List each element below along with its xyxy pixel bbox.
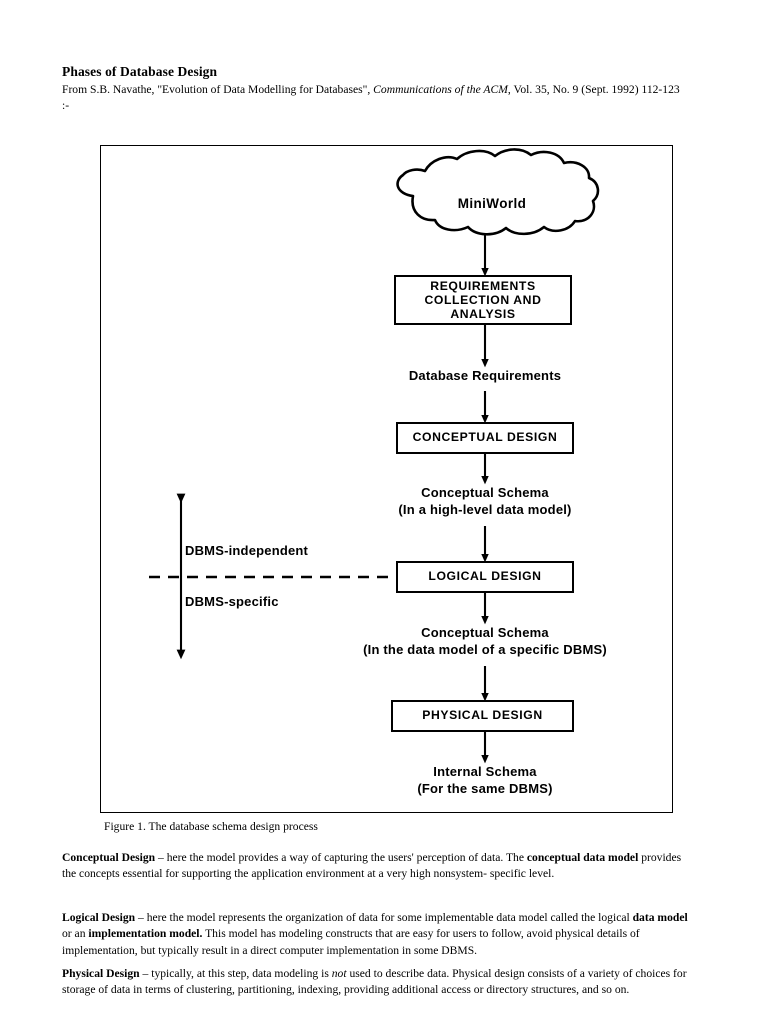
paragraph-conceptual-heading: Conceptual Design xyxy=(62,851,156,864)
cloud-outline-icon xyxy=(396,148,600,236)
citation-journal: Communications of the ACM xyxy=(373,83,508,96)
page-title: Phases of Database Design xyxy=(62,64,218,79)
label-dbms-independent: DBMS-independent xyxy=(185,543,309,558)
paragraph-logical-dash: – xyxy=(135,911,147,924)
paragraph-logical-bold-2: implementation model. xyxy=(88,927,203,941)
node-miniworld-label: MiniWorld xyxy=(457,196,527,211)
paragraph-logical-text-1: here the model represents the organizati… xyxy=(146,911,633,924)
paragraph-conceptual-bold-1: conceptual data model xyxy=(526,851,639,864)
node-physical-design-label: PHYSICAL DESIGN xyxy=(422,708,543,723)
node-conceptual-design-label: CONCEPTUAL DESIGN xyxy=(412,430,558,445)
diagram-connectors xyxy=(149,148,600,764)
paragraph-conceptual-text-2: provides the concepts essential for supp… xyxy=(62,851,682,881)
node-logical-design: LOGICAL DESIGN xyxy=(396,561,574,593)
node-physical-design: PHYSICAL DESIGN xyxy=(391,700,574,732)
source-citation: From S.B. Navathe, "Evolution of Data Mo… xyxy=(62,82,687,114)
paragraph-logical-heading: Logical Design xyxy=(62,911,136,924)
figure-frame: MiniWorld REQUIREMENTS COLLECTION AND AN… xyxy=(100,145,673,813)
paragraph-logical-bold-1: data model xyxy=(632,911,688,924)
label-internal-schema: Internal Schema (For the same DBMS) xyxy=(417,764,553,796)
paragraph-conceptual-dash: – xyxy=(155,851,167,864)
label-dbms-specific: DBMS-specific xyxy=(185,594,279,609)
citation-suffix: , Vol. 35, No. 9 (Sept. 1992) 112-123 :- xyxy=(62,83,680,112)
node-conceptual-design: CONCEPTUAL DESIGN xyxy=(396,422,574,454)
citation-prefix: From S.B. Navathe, "Evolution of Data Mo… xyxy=(62,83,374,96)
paragraph-conceptual-text-1: here the model provides a way of capturi… xyxy=(166,851,527,864)
figure-inner: MiniWorld REQUIREMENTS COLLECTION AND AN… xyxy=(101,146,672,812)
paragraph-conceptual-design: Conceptual Design – here the model provi… xyxy=(62,850,692,883)
node-logical-design-label: LOGICAL DESIGN xyxy=(428,569,542,584)
paragraph-physical-text-1: typically, at this step, data modeling i… xyxy=(151,967,332,980)
paragraph-logical-text-3: This model has modeling constructs that … xyxy=(62,927,640,957)
paragraph-logical-design: Logical Design – here the model represen… xyxy=(62,910,692,959)
label-database-requirements: Database Requirements xyxy=(408,368,562,383)
paragraph-physical-italic-1: not xyxy=(331,967,347,980)
paragraph-physical-heading: Physical Design xyxy=(62,967,140,980)
node-miniworld: MiniWorld xyxy=(393,166,583,241)
paragraph-logical-text-2: or an xyxy=(62,927,89,941)
label-conceptual-schema-dbms: Conceptual Schema (In the data model of … xyxy=(363,625,607,657)
label-conceptual-schema-highlevel: Conceptual Schema (In a high-level data … xyxy=(398,485,572,517)
node-requirements-label: REQUIREMENTS COLLECTION AND ANALYSIS xyxy=(424,279,542,321)
node-requirements-collection-analysis: REQUIREMENTS COLLECTION AND ANALYSIS xyxy=(394,275,572,325)
paragraph-physical-text-2: used to describe data. Physical design c… xyxy=(62,967,687,997)
paragraph-physical-dash: – xyxy=(139,967,152,980)
figure-caption: Figure 1. The database schema design pro… xyxy=(104,820,318,833)
paragraph-physical-design: Physical Design – typically, at this ste… xyxy=(62,966,692,999)
